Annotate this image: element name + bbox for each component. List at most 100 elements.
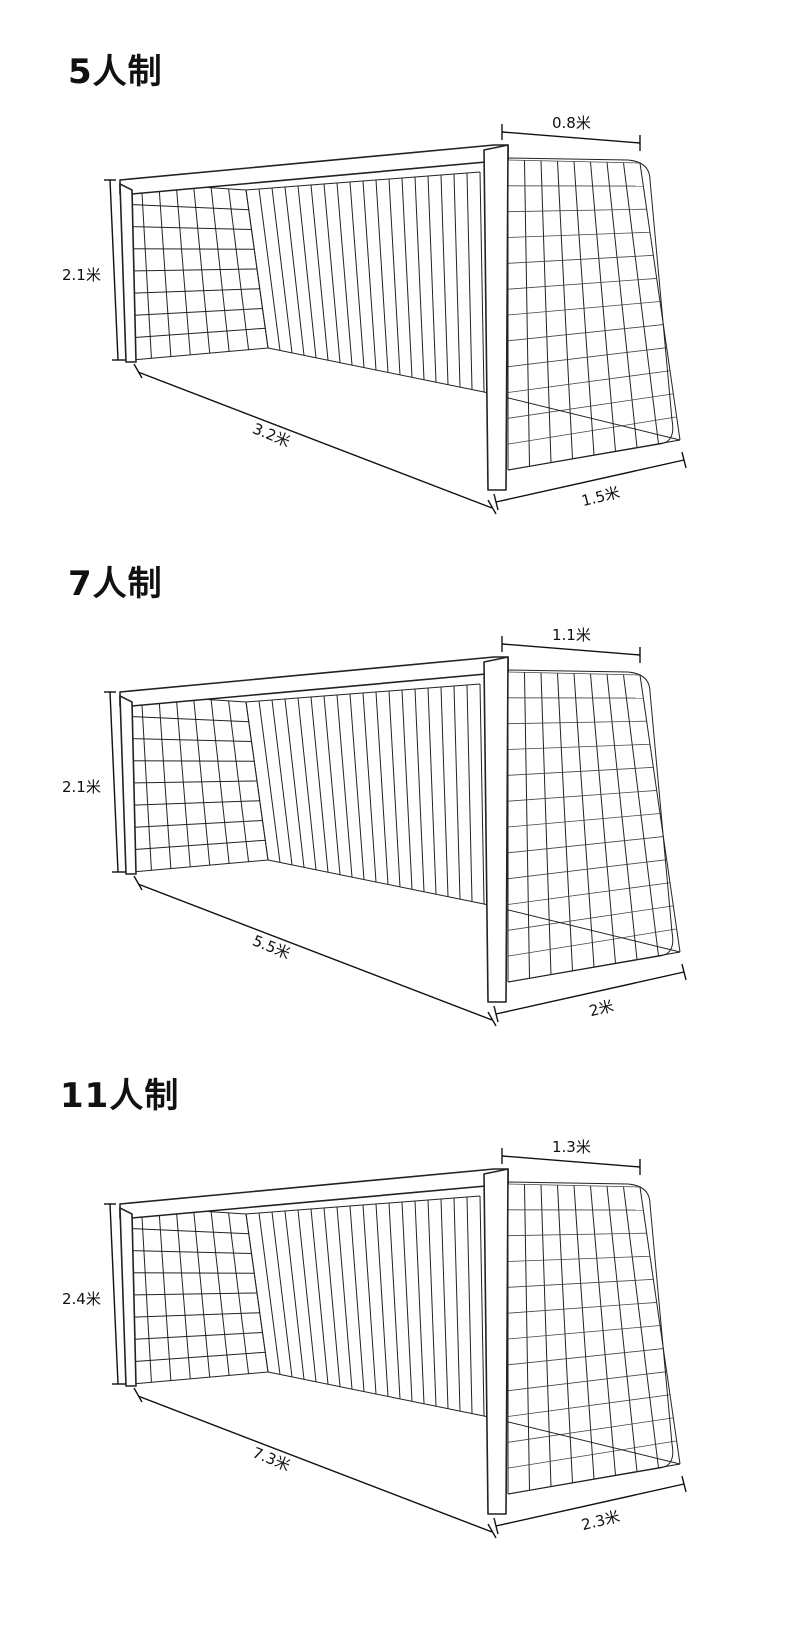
height-dimension-line	[109, 179, 119, 361]
net-strand	[507, 347, 667, 368]
dim-tick	[133, 363, 143, 379]
net-strand	[427, 687, 437, 895]
goal-section-5: 2.1米 3.2米 0.8米 1.5米 5人制	[0, 0, 800, 520]
net-strand	[336, 1206, 353, 1390]
net-strand	[507, 416, 677, 445]
net-strand	[507, 370, 671, 393]
width-dimension-line	[137, 883, 493, 1021]
net-strand	[140, 1207, 152, 1383]
net-strand	[267, 859, 485, 905]
width-label: 3.2米	[250, 420, 293, 451]
net-strand	[131, 859, 269, 873]
net-strand	[323, 695, 341, 875]
net-strand	[258, 700, 281, 863]
net-strand	[210, 1211, 230, 1376]
dim-tick	[487, 499, 497, 515]
net-strand	[507, 1302, 657, 1314]
net-strand	[245, 171, 481, 191]
net-strand	[258, 188, 281, 351]
net-strand	[507, 1394, 671, 1417]
net-strand	[310, 184, 329, 361]
net-strand	[228, 188, 250, 350]
net-strand	[130, 839, 266, 851]
net-strand	[140, 183, 152, 359]
depth-top-label: 1.3米	[552, 1138, 591, 1156]
net-strand	[228, 700, 250, 862]
net-strand	[507, 743, 651, 750]
net-strand	[245, 1195, 481, 1215]
net-strand	[271, 187, 293, 353]
net-strand	[175, 185, 191, 355]
net-strand	[362, 692, 377, 883]
goal-right-post	[483, 1168, 509, 1515]
goal-net	[123, 159, 681, 471]
net-strand	[271, 1211, 293, 1377]
net-strand	[193, 186, 211, 354]
net-strand	[507, 278, 657, 290]
net-strand	[158, 1208, 172, 1381]
net-strand	[124, 203, 249, 211]
net-strand	[507, 1417, 674, 1443]
net-strand	[453, 173, 461, 388]
goal-net	[123, 671, 681, 983]
net-strand	[245, 683, 481, 703]
net-strand	[245, 1213, 269, 1373]
goal-diagram-11: 2.4米 7.3米 1.3米 2.3米	[62, 1138, 687, 1539]
net-strand	[507, 1371, 667, 1392]
net-strand	[130, 1351, 266, 1363]
net-strand	[507, 393, 674, 419]
net-strand	[323, 183, 341, 363]
net-strand	[440, 1198, 449, 1409]
dim-tick	[493, 1005, 499, 1023]
goal-crossbar	[119, 656, 509, 707]
net-strand	[507, 1278, 654, 1288]
net-strand	[507, 720, 647, 725]
dim-tick	[681, 1475, 687, 1493]
net-strand	[130, 327, 266, 339]
net-strand	[245, 189, 269, 349]
height-dimension-line	[109, 691, 119, 873]
depth-bottom-label: 1.5米	[580, 483, 622, 510]
net-strand	[507, 766, 654, 776]
section-title: 5人制	[68, 52, 163, 92]
dim-tick	[493, 493, 499, 511]
net-strand	[131, 1371, 269, 1385]
height-dimension-line	[109, 1203, 119, 1385]
net-strand	[362, 1204, 377, 1395]
net-strand	[124, 1227, 249, 1235]
net-strand	[483, 1415, 681, 1465]
depth-bottom-label: 2.3米	[580, 1507, 622, 1534]
net-strand	[323, 1207, 341, 1387]
net-strand	[297, 185, 317, 358]
dim-tick	[133, 875, 143, 891]
net-strand	[297, 697, 317, 870]
net-strand	[128, 1312, 260, 1318]
net-strand	[507, 790, 657, 802]
net-strand	[175, 697, 191, 867]
net-strand	[401, 1201, 413, 1402]
net-strand	[507, 208, 647, 213]
net-strand	[414, 688, 425, 892]
net-strand	[127, 268, 258, 272]
goal-section-11: 2.4米 7.3米 1.3米 2.3米 11人制	[0, 1024, 800, 1544]
net-strand	[427, 175, 437, 383]
net-strand	[284, 186, 305, 356]
goal-left-post	[119, 695, 137, 875]
net-strand	[483, 391, 681, 441]
dim-tick	[487, 1011, 497, 1027]
net-strand	[362, 180, 377, 371]
net-strand	[401, 689, 413, 890]
depth-bottom-dimension-line	[495, 971, 685, 1015]
net-strand	[479, 171, 485, 393]
net-strand	[414, 1200, 425, 1404]
width-label: 5.5米	[250, 932, 293, 963]
goal-diagram-5: 2.1米 3.2米 0.8米 1.5米	[62, 114, 687, 515]
depth-top-dimension-line	[501, 643, 641, 656]
soccer-goal-icon	[104, 636, 687, 1027]
net-strand	[336, 694, 353, 878]
height-label: 2.1米	[62, 778, 101, 796]
net-strand	[440, 174, 449, 385]
goal-right-post	[483, 144, 509, 491]
net-strand	[507, 905, 674, 931]
depth-top-dimension-line	[501, 1155, 641, 1168]
